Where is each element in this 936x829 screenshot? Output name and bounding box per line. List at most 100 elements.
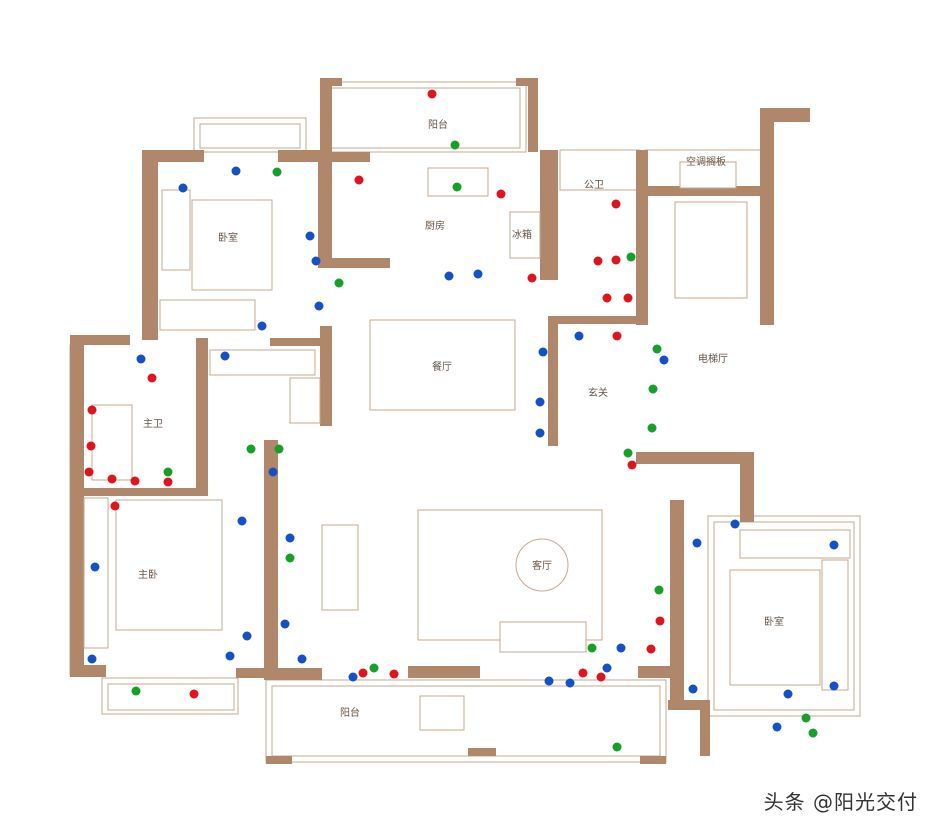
marker-green xyxy=(808,728,818,738)
room-label-balcony-bottom: 阳台 xyxy=(340,706,360,719)
marker-green xyxy=(369,663,379,673)
marker-blue xyxy=(90,562,100,572)
marker-green xyxy=(274,444,284,454)
marker-green xyxy=(163,467,173,477)
marker-red xyxy=(655,616,665,626)
marker-blue xyxy=(730,519,740,529)
marker-red xyxy=(189,689,199,699)
marker-green xyxy=(246,444,256,454)
room-label-bedroom-nw: 卧室 xyxy=(218,231,238,244)
marker-red xyxy=(646,644,656,654)
marker-blue xyxy=(136,354,146,364)
room-labels: 阳台 厨房 冰箱 公卫 空调搁板 卧室 餐厅 电梯厅 主卫 玄关 主卧 客厅 卧… xyxy=(138,118,784,719)
watermark: 头条 @阳光交付 xyxy=(763,790,918,814)
marker-green xyxy=(285,553,295,563)
furniture xyxy=(83,161,851,731)
room-label-foyer: 玄关 xyxy=(588,386,608,399)
marker-red xyxy=(86,441,96,451)
room-label-elevator-hall: 电梯厅 xyxy=(698,352,728,365)
marker-blue xyxy=(237,516,247,526)
marker-blue xyxy=(280,619,290,629)
marker-blue xyxy=(297,654,307,664)
marker-blue xyxy=(535,428,545,438)
marker-red xyxy=(87,405,97,415)
marker-green xyxy=(452,182,462,192)
room-label-ac-platform: 空调搁板 xyxy=(686,155,726,168)
marker-blue xyxy=(829,681,839,691)
marker-red xyxy=(358,668,368,678)
room-label-guest-bath: 公卫 xyxy=(584,180,604,191)
marker-green xyxy=(647,423,657,433)
marker-blue xyxy=(348,672,358,682)
room-label-master-bedroom: 主卧 xyxy=(138,568,158,581)
marker-green xyxy=(587,643,597,653)
marker-red xyxy=(596,672,606,682)
marker-green xyxy=(654,585,664,595)
marker-blue xyxy=(311,256,321,266)
marker-green xyxy=(450,140,460,150)
marker-red xyxy=(627,460,637,470)
walls xyxy=(70,78,810,764)
marker-red xyxy=(110,501,120,511)
marker-blue xyxy=(225,651,235,661)
marker-blue xyxy=(314,301,324,311)
marker-red xyxy=(427,89,437,99)
marker-red xyxy=(147,373,157,383)
marker-blue xyxy=(602,663,612,673)
marker-red xyxy=(130,476,140,486)
room-label-kitchen: 厨房 xyxy=(425,219,445,232)
marker-red xyxy=(84,467,94,477)
marker-blue xyxy=(692,538,702,548)
marker-red xyxy=(578,668,588,678)
room-label-master-bath: 主卫 xyxy=(143,418,163,430)
marker-green xyxy=(801,713,811,723)
marker-blue xyxy=(87,654,97,664)
marker-red xyxy=(527,273,537,283)
marker-blue xyxy=(305,231,315,241)
marker-red xyxy=(611,255,621,265)
marker-blue xyxy=(829,540,839,550)
marker-green xyxy=(626,252,636,262)
marker-blue xyxy=(473,269,483,279)
marker-blue xyxy=(242,631,252,641)
marker-red xyxy=(354,175,364,185)
room-label-living: 客厅 xyxy=(532,559,552,572)
marker-green xyxy=(648,384,658,394)
marker-red xyxy=(593,256,603,266)
marker-blue xyxy=(444,271,454,281)
marker-green xyxy=(131,686,141,696)
marker-green xyxy=(612,742,622,752)
marker-red xyxy=(611,199,621,209)
room-label-bedroom-se: 卧室 xyxy=(764,615,784,628)
marker-blue xyxy=(535,397,545,407)
marker-green xyxy=(652,344,662,354)
marker-red xyxy=(107,474,117,484)
marker-blue xyxy=(659,355,669,365)
marker-blue xyxy=(178,183,188,193)
marker-blue xyxy=(616,643,626,653)
marker-blue xyxy=(574,331,584,341)
room-label-balcony-top: 阳台 xyxy=(428,118,448,131)
marker-blue xyxy=(544,676,554,686)
marker-blue xyxy=(538,347,548,357)
marker-blue xyxy=(257,321,267,331)
room-label-fridge: 冰箱 xyxy=(512,228,532,241)
marker-red xyxy=(623,293,633,303)
marker-red xyxy=(496,189,506,199)
marker-green xyxy=(272,167,282,177)
marker-blue xyxy=(268,467,278,477)
marker-green xyxy=(623,448,633,458)
marker-blue xyxy=(783,689,793,699)
marker-blue xyxy=(688,684,698,694)
marker-blue xyxy=(231,166,241,176)
marker-blue xyxy=(220,351,230,361)
marker-red xyxy=(163,477,173,487)
marker-layer xyxy=(84,89,839,752)
marker-red xyxy=(602,293,612,303)
marker-red xyxy=(612,331,622,341)
marker-blue xyxy=(565,678,575,688)
marker-blue xyxy=(285,533,295,543)
marker-green xyxy=(334,278,344,288)
room-label-dining: 餐厅 xyxy=(432,360,452,373)
